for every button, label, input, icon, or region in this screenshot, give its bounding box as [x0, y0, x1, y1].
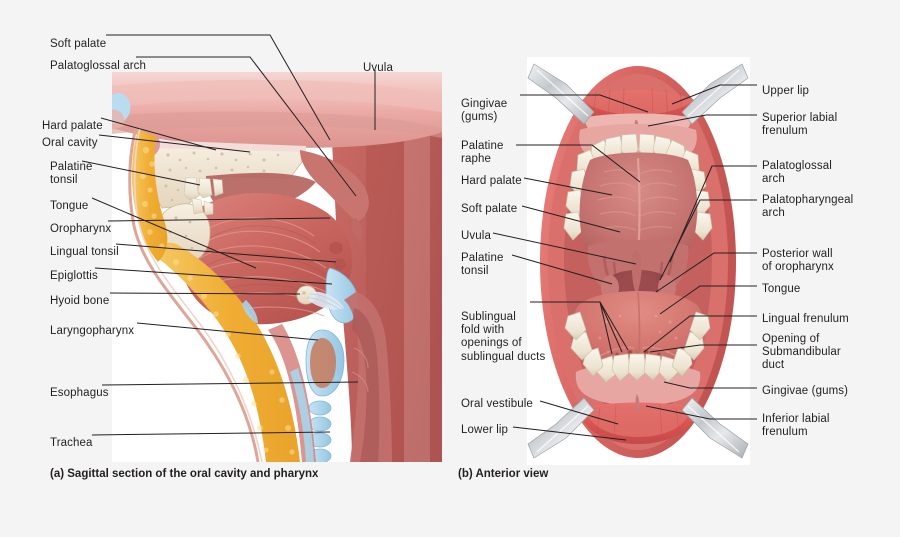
label-trachea-a: Trachea: [50, 437, 93, 449]
label-esophagus-a: Esophagus: [50, 387, 109, 399]
label-sublingual-fold-b: Sublingual fold with openings of subling…: [461, 311, 546, 363]
label-tongue-a: Tongue: [50, 200, 89, 212]
label-posterior-wall-oropharynx-b: Posterior wall of oropharynx: [762, 248, 834, 274]
label-tongue-b: Tongue: [762, 283, 801, 295]
label-inferior-labial-frenulum-b: Inferior labial frenulum: [762, 413, 830, 439]
label-gingivae-gums-right-b: Gingivae (gums): [762, 385, 849, 397]
label-hard-palate-b: Hard palate: [461, 175, 522, 187]
label-palatopharyngeal-arch-b: Palatopharyngeal arch: [762, 194, 854, 220]
label-upper-lip-b: Upper lip: [762, 85, 810, 97]
label-laryngopharynx-a: Laryngopharynx: [50, 325, 135, 337]
label-soft-palate-a: Soft palate: [50, 38, 107, 50]
caption-panel-a: (a) Sagittal section of the oral cavity …: [50, 468, 319, 480]
label-opening-submandibular-duct-b: Opening of Submandibular duct: [762, 333, 841, 372]
panel-a-illustration-background: [112, 72, 442, 462]
label-soft-palate-b: Soft palate: [461, 203, 518, 215]
label-lingual-frenulum-b: Lingual frenulum: [762, 313, 849, 325]
label-palatine-tonsil-a: Palatine tonsil: [50, 161, 93, 187]
label-hard-palate-a: Hard palate: [42, 120, 103, 132]
label-uvula-b: Uvula: [461, 230, 491, 242]
label-oral-cavity-a: Oral cavity: [42, 137, 98, 149]
label-oral-vestibule-b: Oral vestibule: [461, 398, 533, 410]
panel-b-illustration-background: [527, 57, 750, 465]
label-superior-labial-frenulum-b: Superior labial frenulum: [762, 112, 838, 138]
label-palatine-raphe-b: Palatine raphe: [461, 140, 504, 166]
label-hyoid-bone-a: Hyoid bone: [50, 295, 110, 307]
label-lower-lip-b: Lower lip: [461, 424, 509, 436]
label-palatoglossal-arch-a: Palatoglossal arch: [50, 60, 147, 72]
label-oropharynx-a: Oropharynx: [50, 223, 112, 235]
label-palatoglossal-arch-b: Palatoglossal arch: [762, 160, 832, 186]
label-gingivae-gums-b: Gingivae (gums): [461, 98, 508, 124]
label-palatine-tonsil-b: Palatine tonsil: [461, 252, 504, 278]
label-epiglottis-a: Epiglottis: [50, 270, 98, 282]
label-uvula-a: Uvula: [363, 62, 393, 74]
caption-panel-b: (b) Anterior view: [458, 468, 549, 480]
label-lingual-tonsil-a: Lingual tonsil: [50, 246, 119, 258]
